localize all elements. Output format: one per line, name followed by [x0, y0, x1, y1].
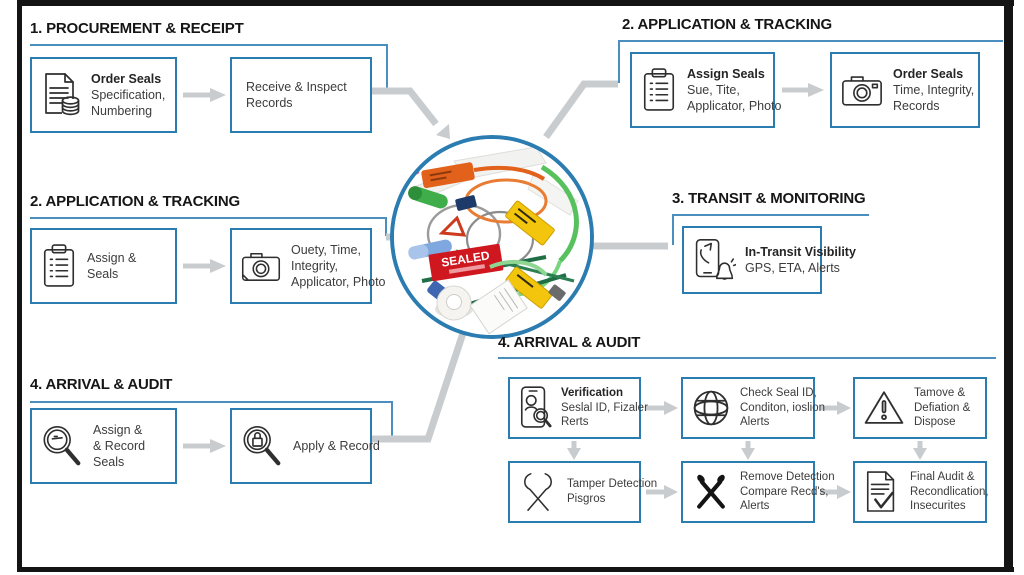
- box-line: Assign &: [93, 422, 143, 437]
- box-receive-inspect: Receive & Inspect Records: [230, 57, 372, 133]
- box-line: Final Audit &: [910, 470, 975, 483]
- box-remove-detection: Remove Detection Compare Recd's, Alerts: [681, 461, 835, 523]
- box-line: Order Seals: [91, 71, 162, 86]
- section-title-transit: 3. TRANSIT & MONITORING: [672, 190, 866, 207]
- warning-triangle-icon: [863, 389, 905, 427]
- box-line: Records: [246, 96, 293, 110]
- section-title-arrival-right: 4. ARRIVAL & AUDIT: [498, 334, 641, 351]
- box-line: Ouety, Time,: [291, 242, 361, 257]
- section-title-procurement: 1. PROCUREMENT & RECEIPT: [30, 20, 244, 37]
- box-line: Applicator, Photo: [291, 275, 386, 290]
- document-check-icon: [863, 469, 901, 515]
- box-line: Remove Detection: [740, 470, 835, 483]
- box-line: Tamper Detection: [567, 478, 658, 491]
- box-assign-seals-top: Assign Seals Sue, Tite, Applicator, Phot…: [630, 52, 782, 128]
- box-line: Sue, Tite,: [687, 82, 740, 97]
- box-line: Dispose: [914, 416, 956, 429]
- section-title-application-left: 2. APPLICATION & TRACKING: [30, 193, 241, 210]
- seals-photo: SEALED: [390, 135, 594, 339]
- box-line: Verification: [561, 386, 623, 399]
- frame-bottom: [22, 567, 1014, 572]
- box-line: Numbering: [91, 104, 153, 119]
- box-order-seals-records: Order Seals Time, Integrity, Records: [830, 52, 980, 128]
- box-verification: Verification Seslal ID, Fizaler Rerts: [508, 377, 648, 439]
- box-tamper-detection: Tamper Detection Pisgros: [508, 461, 657, 523]
- box-line: Order Seals: [893, 66, 964, 81]
- box-line: Specification,: [91, 87, 166, 102]
- document-stack-icon: [40, 71, 82, 119]
- box-assign-record-seals: Assign & & Record Seals: [30, 408, 177, 484]
- clipboard-icon: [40, 243, 78, 289]
- box-line: GPS, ETA, Alerts: [745, 261, 840, 275]
- box-order-seals: Order Seals Specification, Numbering: [30, 57, 177, 133]
- box-line: Recondlication,: [910, 485, 989, 498]
- globe-icon: [691, 388, 731, 428]
- magnifier-lock-icon: [240, 423, 284, 469]
- frame-top: [22, 0, 1014, 6]
- box-line: In-Transit Visibility: [745, 244, 856, 259]
- section-title-arrival-left: 4. ARRIVAL & AUDIT: [30, 376, 173, 393]
- box-line: Assign Seals: [687, 66, 765, 81]
- box-line: Alerts: [740, 416, 770, 429]
- box-line: Records: [893, 99, 940, 114]
- box-line: Rerts: [561, 416, 589, 429]
- crossed-tools-icon: [691, 472, 731, 512]
- phone-scan-icon: [518, 385, 552, 431]
- box-assign-seals-left: Assign & Seals: [30, 228, 177, 304]
- box-final-audit: Final Audit & Recondlication, Insecurite…: [853, 461, 989, 523]
- frame-left: [17, 0, 22, 572]
- box-line: Integrity,: [291, 258, 339, 273]
- box-in-transit-visibility: In-Transit Visibility GPS, ETA, Alerts: [682, 226, 856, 294]
- box-line: Tamove &: [914, 386, 966, 399]
- box-line: Receive & Inspect: [246, 79, 347, 94]
- box-line: Applicator, Photo: [687, 99, 782, 114]
- box-line: Check Seal ID,: [740, 386, 817, 399]
- box-apply-record: Apply & Record: [230, 408, 380, 484]
- box-remove-dispose: Tamove & Defiation & Dispose: [853, 377, 987, 439]
- box-line: & Record: [93, 438, 146, 453]
- camera-icon: [240, 248, 282, 285]
- box-check-seal-id: Check Seal ID, Conditon, ioslion Alerts: [681, 377, 825, 439]
- box-line: Insecurites: [910, 500, 966, 513]
- box-line: Pisgros: [567, 493, 606, 505]
- wire-cutter-icon: [518, 469, 558, 515]
- frame-right: [1004, 0, 1013, 572]
- box-line: Compare Recd's,: [740, 485, 829, 498]
- box-line: Apply & Record: [293, 438, 380, 453]
- box-line: Seals: [87, 267, 119, 281]
- box-duty-time-integrity: Ouety, Time, Integrity, Applicator, Phot…: [230, 228, 386, 304]
- box-line: Defiation &: [914, 401, 971, 414]
- magnifier-icon: [40, 423, 84, 469]
- box-line: Conditon, ioslion: [740, 401, 826, 414]
- camera-icon: [840, 72, 884, 109]
- box-line: Seals: [93, 455, 125, 470]
- box-line: Assign &: [87, 250, 137, 265]
- phone-alerts-icon: [692, 236, 736, 284]
- box-line: Time, Integrity,: [893, 82, 975, 97]
- section-title-application-top: 2. APPLICATION & TRACKING: [622, 16, 833, 33]
- box-line: Alerts: [740, 500, 770, 513]
- box-line: Seslal ID, Fizaler: [561, 401, 648, 414]
- clipboard-icon: [640, 67, 678, 113]
